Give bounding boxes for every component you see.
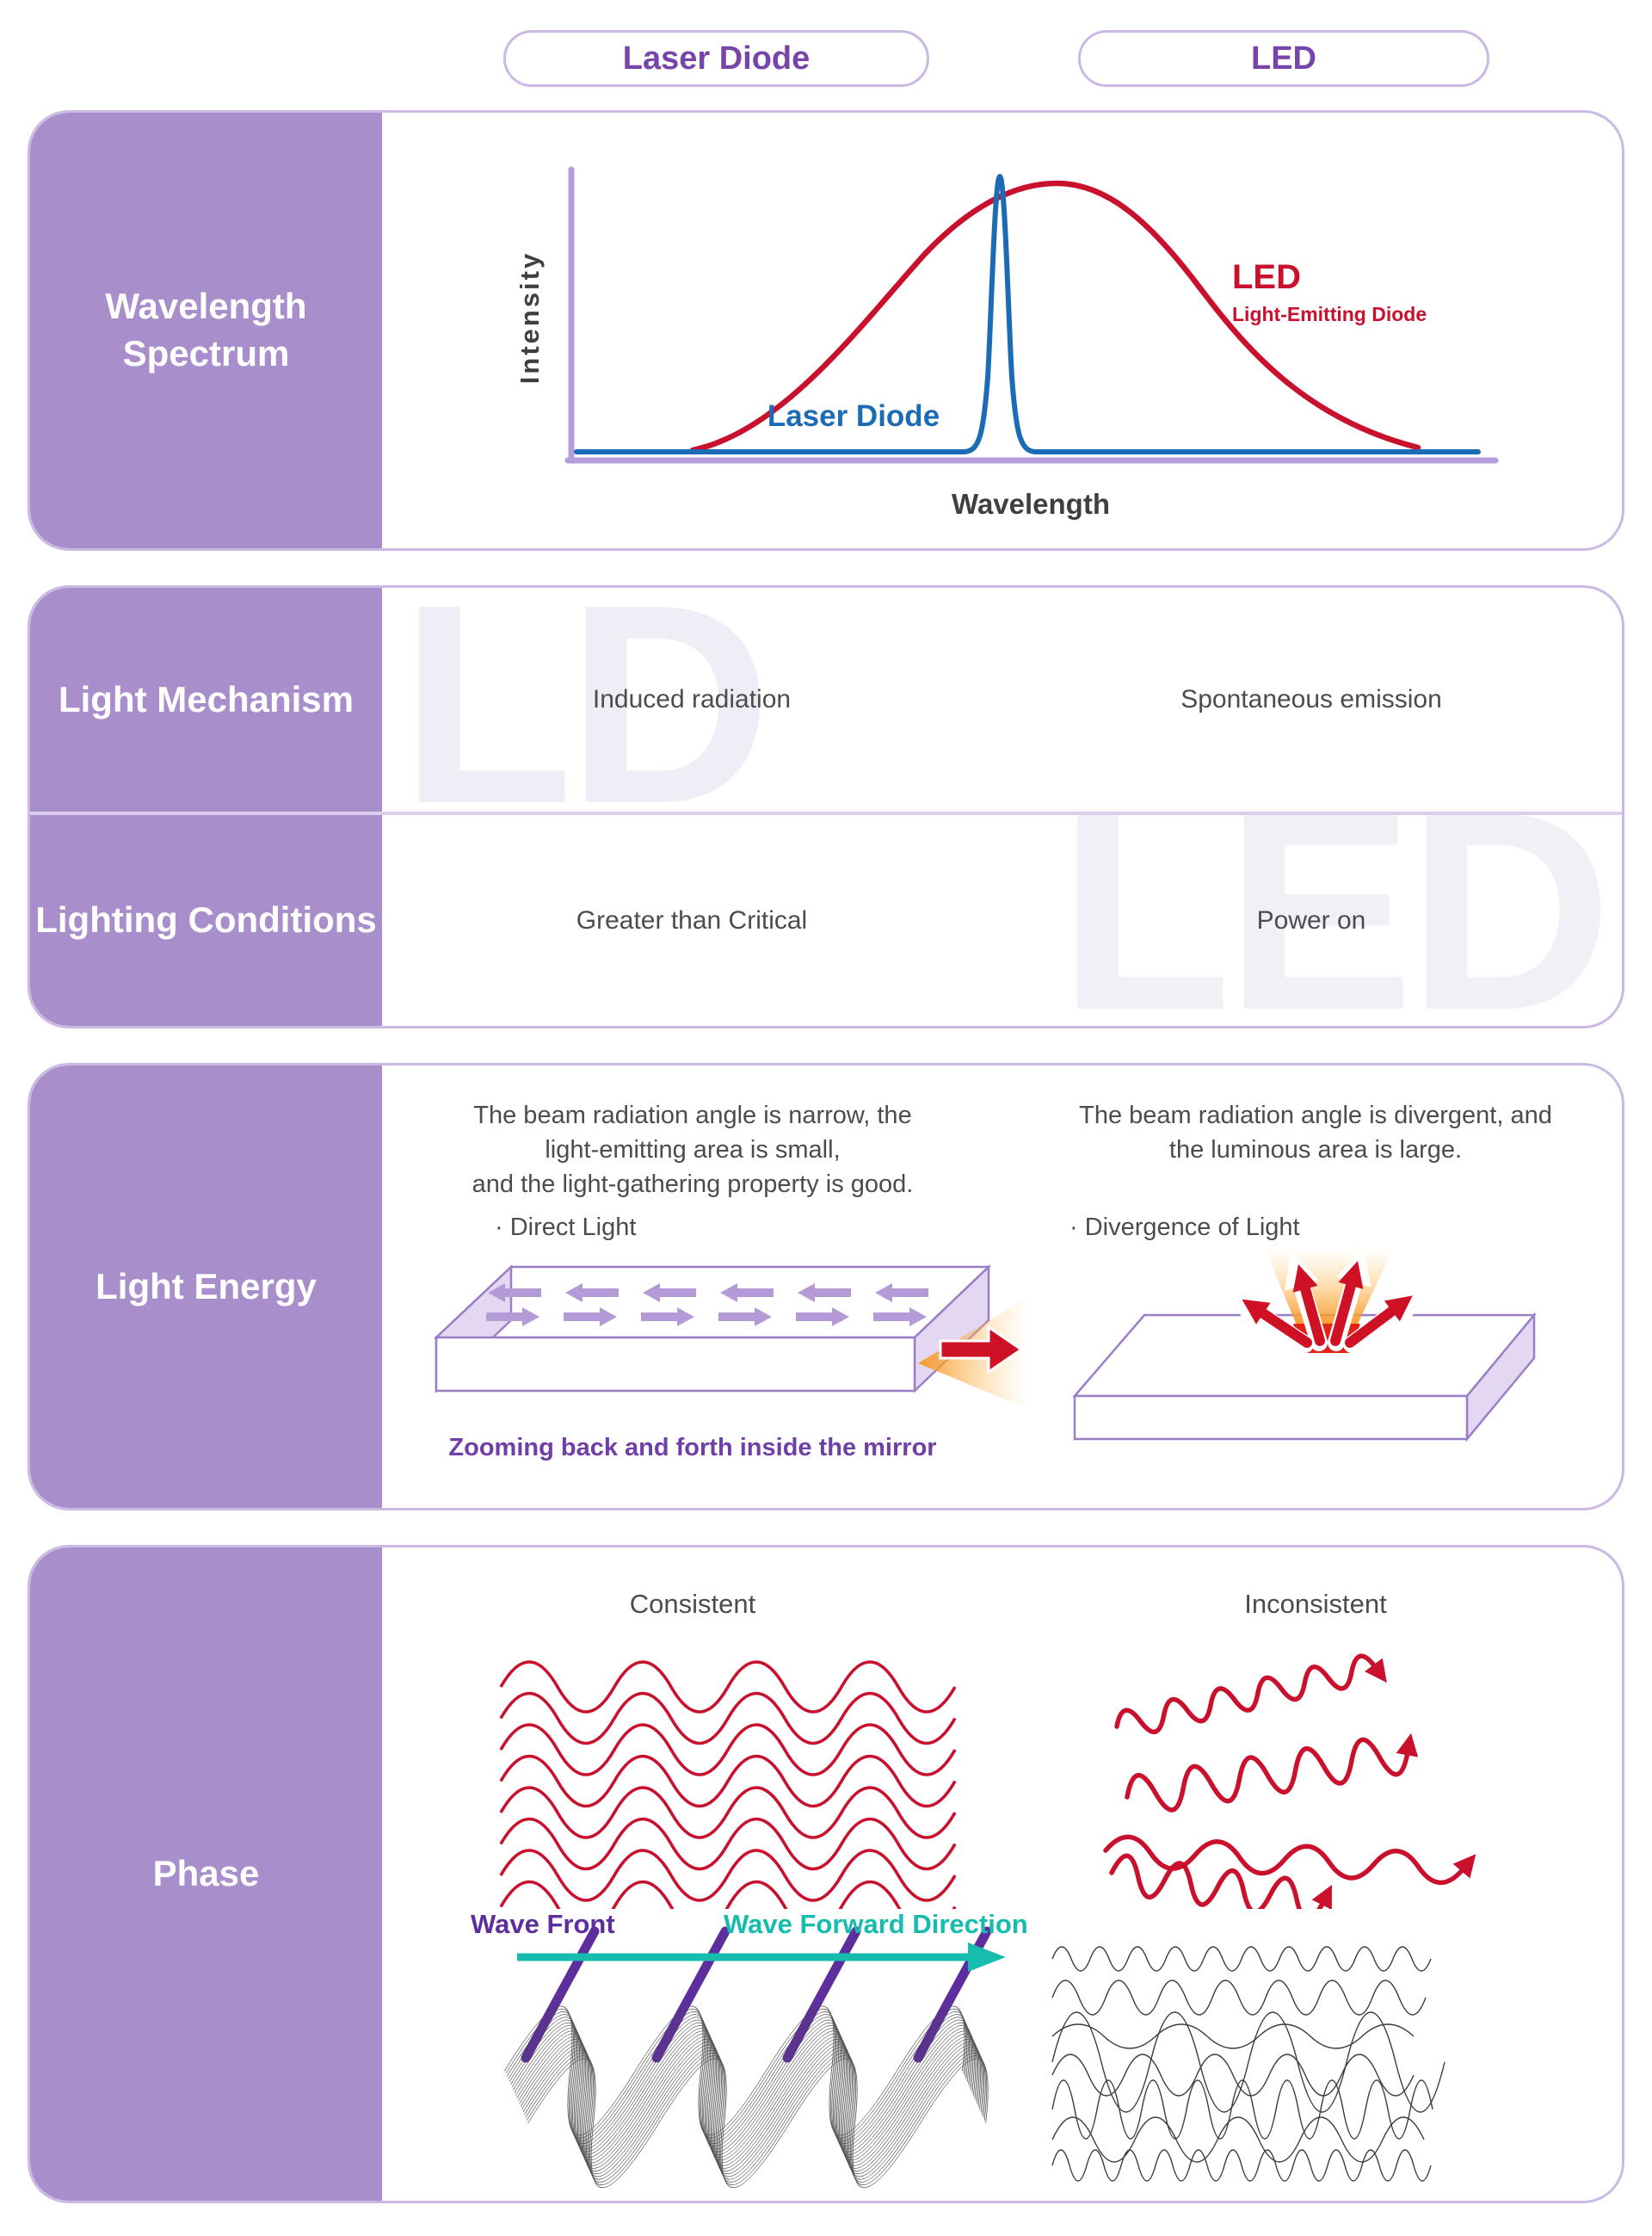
laser-cavity-diagram: [433, 1264, 1030, 1410]
led-spectrum-curve: [689, 180, 1421, 454]
laser-energy-description: The beam radiation angle is narrow, the …: [472, 1102, 914, 1198]
chip-front-face: [1073, 1394, 1469, 1441]
laser-curve-label: Laser Diode: [767, 399, 940, 433]
cavity-front-face: [435, 1336, 916, 1393]
section-light-energy: Light Energy The beam radiation angle is…: [28, 1063, 1624, 1510]
light-mechanism-laser-cell: Induced radiation: [382, 588, 1002, 812]
y-axis-label: Intensity: [516, 251, 545, 384]
phase-title: Phase: [152, 1853, 260, 1894]
led-chip-diagram: [1072, 1248, 1537, 1442]
light-mechanism-title: Light Mechanism: [58, 678, 354, 720]
sidebar-light-energy: Light Energy: [30, 1065, 382, 1508]
cavity-top-face: [433, 1265, 992, 1339]
led-energy-bullet: · Divergence of Light: [1069, 1214, 1300, 1241]
section-wavelength-spectrum: Wavelength Spectrum Intensity Wavelength…: [28, 110, 1624, 551]
divergence-arrows-icon: [1228, 1248, 1427, 1353]
wave-forward-arrow-icon: [517, 1943, 1006, 1972]
wave-front-label: Wave Front: [471, 1909, 615, 1939]
light-mechanism-laser-value: Induced radiation: [592, 685, 792, 713]
lighting-conditions-laser-cell: Greater than Critical: [382, 815, 1002, 1026]
led-curve-sublabel: Light-Emitting Diode: [1232, 303, 1427, 325]
sidebar-lighting-conditions: Lighting Conditions: [30, 815, 382, 1026]
x-axis-label: Wavelength: [952, 488, 1110, 520]
inconsistent-arrows-icon: [1103, 1653, 1476, 1909]
chaotic-waves-illustration: [1051, 1946, 1446, 2182]
phase-laser-label: Consistent: [629, 1589, 756, 1619]
light-mechanism-row: Light Mechanism Induced radiation Sponta…: [30, 588, 1622, 815]
sidebar-wavelength-spectrum: Wavelength Spectrum: [30, 113, 382, 548]
ld-watermark: LD: [400, 585, 772, 862]
divergence-glow-icon: [1265, 1248, 1394, 1325]
laser-energy-bullet: · Direct Light: [495, 1214, 637, 1241]
wave-forward-direction-label: Wave Forward Direction: [724, 1909, 1028, 1939]
mesh-wave-icon: [480, 2005, 1010, 2189]
emitted-beam-arrow-icon: [939, 1325, 1024, 1374]
section-phase: Phase Consistent Inconsistent Wave Front…: [28, 1545, 1624, 2203]
consistent-waves-illustration: [499, 1660, 957, 1909]
led-watermark: LED: [1058, 751, 1612, 1028]
led-header-pill: LED: [1078, 30, 1489, 87]
laser-diode-header-label: Laser Diode: [622, 40, 811, 77]
light-energy-title: Light Energy: [96, 1265, 317, 1306]
laser-diode-header-pill: Laser Diode: [503, 30, 929, 87]
light-mechanism-led-value: Spontaneous emission: [1180, 685, 1442, 713]
lighting-conditions-led-cell: Power on: [1002, 815, 1621, 1026]
led-curve-label: LED: [1232, 258, 1301, 296]
led-energy-description: The beam radiation angle is divergent, a…: [1079, 1102, 1552, 1164]
lighting-conditions-title: Lighting Conditions: [35, 899, 377, 941]
laser-energy-caption: Zooming back and forth inside the mirror: [448, 1434, 937, 1461]
sidebar-light-mechanism: Light Mechanism: [30, 588, 382, 812]
lighting-conditions-led-value: Power on: [1256, 905, 1366, 935]
chaotic-waves-icon: [1051, 1946, 1446, 2182]
inconsistent-waves-illustration: [1103, 1653, 1476, 1909]
wavefront-mesh-illustration: [480, 1926, 1010, 2189]
laser-spectrum-curve: [574, 173, 1481, 454]
lighting-conditions-row: Lighting Conditions Greater than Critica…: [30, 815, 1622, 1026]
led-header-label: LED: [1251, 40, 1316, 77]
spectrum-chart: Intensity Wavelength LED Light-Emitting …: [516, 166, 1499, 520]
phase-led-label: Inconsistent: [1244, 1589, 1387, 1619]
section-mechanism-conditions: LD LED Light Mechanism Induced radiation…: [28, 585, 1624, 1028]
sidebar-phase: Phase: [30, 1547, 382, 2201]
wavelength-spectrum-title: Wavelength Spectrum: [105, 286, 307, 374]
light-mechanism-led-cell: Spontaneous emission: [1002, 588, 1621, 812]
lighting-conditions-laser-value: Greater than Critical: [576, 905, 808, 935]
